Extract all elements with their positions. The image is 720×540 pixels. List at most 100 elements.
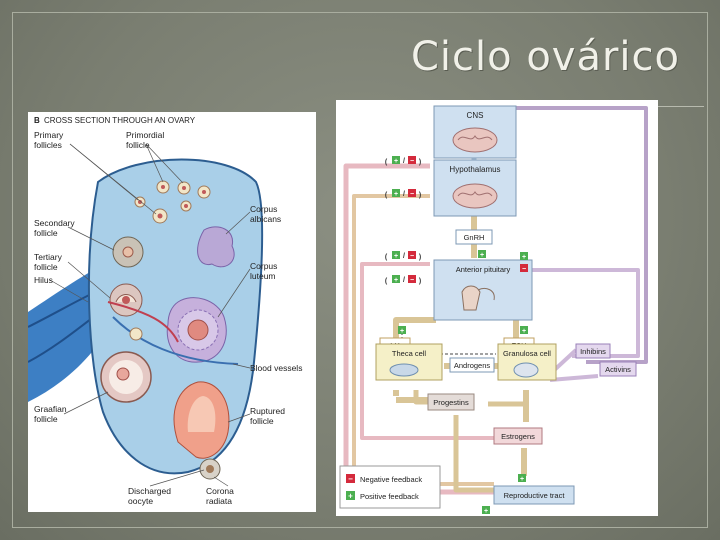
legend-plus-icon (346, 491, 355, 500)
legend: − Negative feedback + Positive feedback (339, 465, 441, 509)
plus-icon (392, 275, 400, 283)
svg-text:−: − (410, 191, 414, 198)
hormone-feedback-diagram: CNS Hypothalamus GnRH Anterior pituitary… (336, 100, 658, 516)
plus-icon (520, 252, 528, 260)
theca-cell-icon (389, 363, 419, 377)
plus-icon (392, 251, 400, 259)
box-estrogens: Estrogens (493, 427, 543, 445)
svg-text:(: ( (385, 254, 388, 261)
figure-heading: CROSS SECTION THROUGH AN OVARY (44, 116, 196, 125)
svg-text:): ) (419, 192, 421, 199)
primordial-follicles (134, 180, 211, 224)
box-granulosa-cell-label: Granulosa cell (503, 349, 551, 358)
blood-vessel (112, 316, 239, 365)
svg-text:+: + (348, 492, 353, 501)
box-granulosa-cell: Granulosa cell (497, 343, 557, 381)
svg-text:+: + (480, 252, 484, 259)
plus-icon (478, 250, 486, 258)
svg-text:(: ( (385, 159, 388, 166)
box-progestins-label: Progestins (433, 398, 469, 407)
label-primordial-follicle-1: Primordial (126, 130, 164, 140)
blood-vessel (107, 301, 179, 343)
brain-icon (452, 183, 498, 209)
label-discharged-oocyte-2: oocyte (128, 496, 153, 506)
label-tertiary-follicle-1: Tertiary (34, 252, 63, 262)
label-secondary-follicle-1: Secondary (34, 218, 75, 228)
svg-text:(: ( (385, 278, 388, 285)
plus-icon (392, 189, 400, 197)
svg-text:−: − (410, 253, 414, 260)
minus-icon (408, 275, 416, 283)
legend-positive-label: Positive feedback (360, 492, 419, 501)
svg-text:+: + (484, 508, 488, 515)
box-hypothalamus-label: Hypothalamus (449, 165, 500, 174)
plus-icon (520, 326, 528, 334)
svg-text:+: + (520, 476, 524, 483)
figure-letter: B (34, 116, 40, 125)
ovary-svg: B CROSS SECTION THROUGH AN OVARY (27, 116, 302, 506)
label-corona-radiata-2: radiata (206, 496, 232, 506)
svg-text:(: ( (385, 192, 388, 199)
svg-text:+: + (400, 328, 404, 335)
svg-text:−: − (410, 277, 414, 284)
svg-text:+: + (522, 328, 526, 335)
box-inhibins: Inhibins (575, 343, 611, 359)
legend-negative-label: Negative feedback (360, 475, 422, 484)
label-discharged-oocyte-1: Discharged (128, 486, 171, 496)
ovary-cross-section-figure: B CROSS SECTION THROUGH AN OVARY (27, 112, 316, 512)
svg-text:): ) (419, 159, 421, 166)
svg-text:): ) (419, 254, 421, 261)
box-theca-cell-label: Theca cell (392, 349, 427, 358)
svg-text:+: + (394, 253, 398, 260)
label-leaders (49, 143, 251, 487)
box-progestins: Progestins (427, 393, 475, 411)
pituitary-icon (461, 285, 481, 311)
minus-icon (408, 156, 416, 164)
legend-minus-icon (346, 474, 355, 483)
svg-text:/: / (403, 277, 405, 284)
plus-icon (518, 474, 526, 482)
svg-text:/: / (403, 158, 405, 165)
svg-text:+: + (394, 158, 398, 165)
label-corpus-luteum-1: Corpus (250, 261, 277, 271)
label-graafian-follicle-2: follicle (34, 414, 58, 424)
box-cns: CNS (433, 105, 517, 159)
label-corpus-albicans-2: albicans (250, 214, 281, 224)
svg-text:+: + (394, 191, 398, 198)
label-tertiary-follicle-2: follicle (34, 262, 58, 272)
feedback-svg: CNS Hypothalamus GnRH Anterior pituitary… (339, 105, 648, 515)
box-anterior-pituitary-label: Anterior pituitary (456, 265, 511, 274)
svg-text:−: − (410, 158, 414, 165)
box-activins-label: Activins (605, 365, 631, 374)
box-inhibins-label: Inhibins (580, 347, 606, 356)
box-anterior-pituitary: Anterior pituitary (433, 259, 533, 321)
label-ruptured-follicle-1: Ruptured (250, 406, 285, 416)
svg-text:+: + (522, 254, 526, 261)
svg-text:−: − (522, 266, 526, 273)
box-hypothalamus: Hypothalamus (433, 159, 517, 217)
label-corona-radiata-1: Corona (206, 486, 234, 496)
label-blood-vessels: Blood vessels (250, 363, 302, 373)
granulosa-cell-icon (513, 362, 539, 378)
minus-icon (408, 251, 416, 259)
label-primordial-follicle-2: follicle (126, 140, 150, 150)
svg-text:/: / (403, 191, 405, 198)
brain-icon (452, 127, 498, 153)
box-reproductive-tract-label: Reproductive tract (504, 491, 566, 500)
box-estrogens-label: Estrogens (501, 432, 535, 441)
label-graafian-follicle-1: Graafian (34, 404, 67, 414)
label-corpus-luteum-2: luteum (250, 271, 276, 281)
box-reproductive-tract: Reproductive tract (493, 485, 575, 505)
box-androgens: Androgens (449, 357, 495, 373)
box-androgens-label: Androgens (454, 361, 491, 370)
label-corpus-albicans-1: Corpus (250, 204, 277, 214)
box-cns-label: CNS (467, 111, 484, 120)
svg-text:): ) (419, 278, 421, 285)
label-primary-follicles-2: follicles (34, 140, 62, 150)
label-secondary-follicle-2: follicle (34, 228, 58, 238)
plus-icon (482, 506, 490, 514)
label-ruptured-follicle-2: follicle (250, 416, 274, 426)
slide-title: Ciclo ovárico (410, 34, 680, 80)
box-gnrh: GnRH (455, 229, 493, 245)
feedback-markers: ( + / − ) ( + / − ) ( + / − ) ( + / − ) … (385, 156, 528, 515)
